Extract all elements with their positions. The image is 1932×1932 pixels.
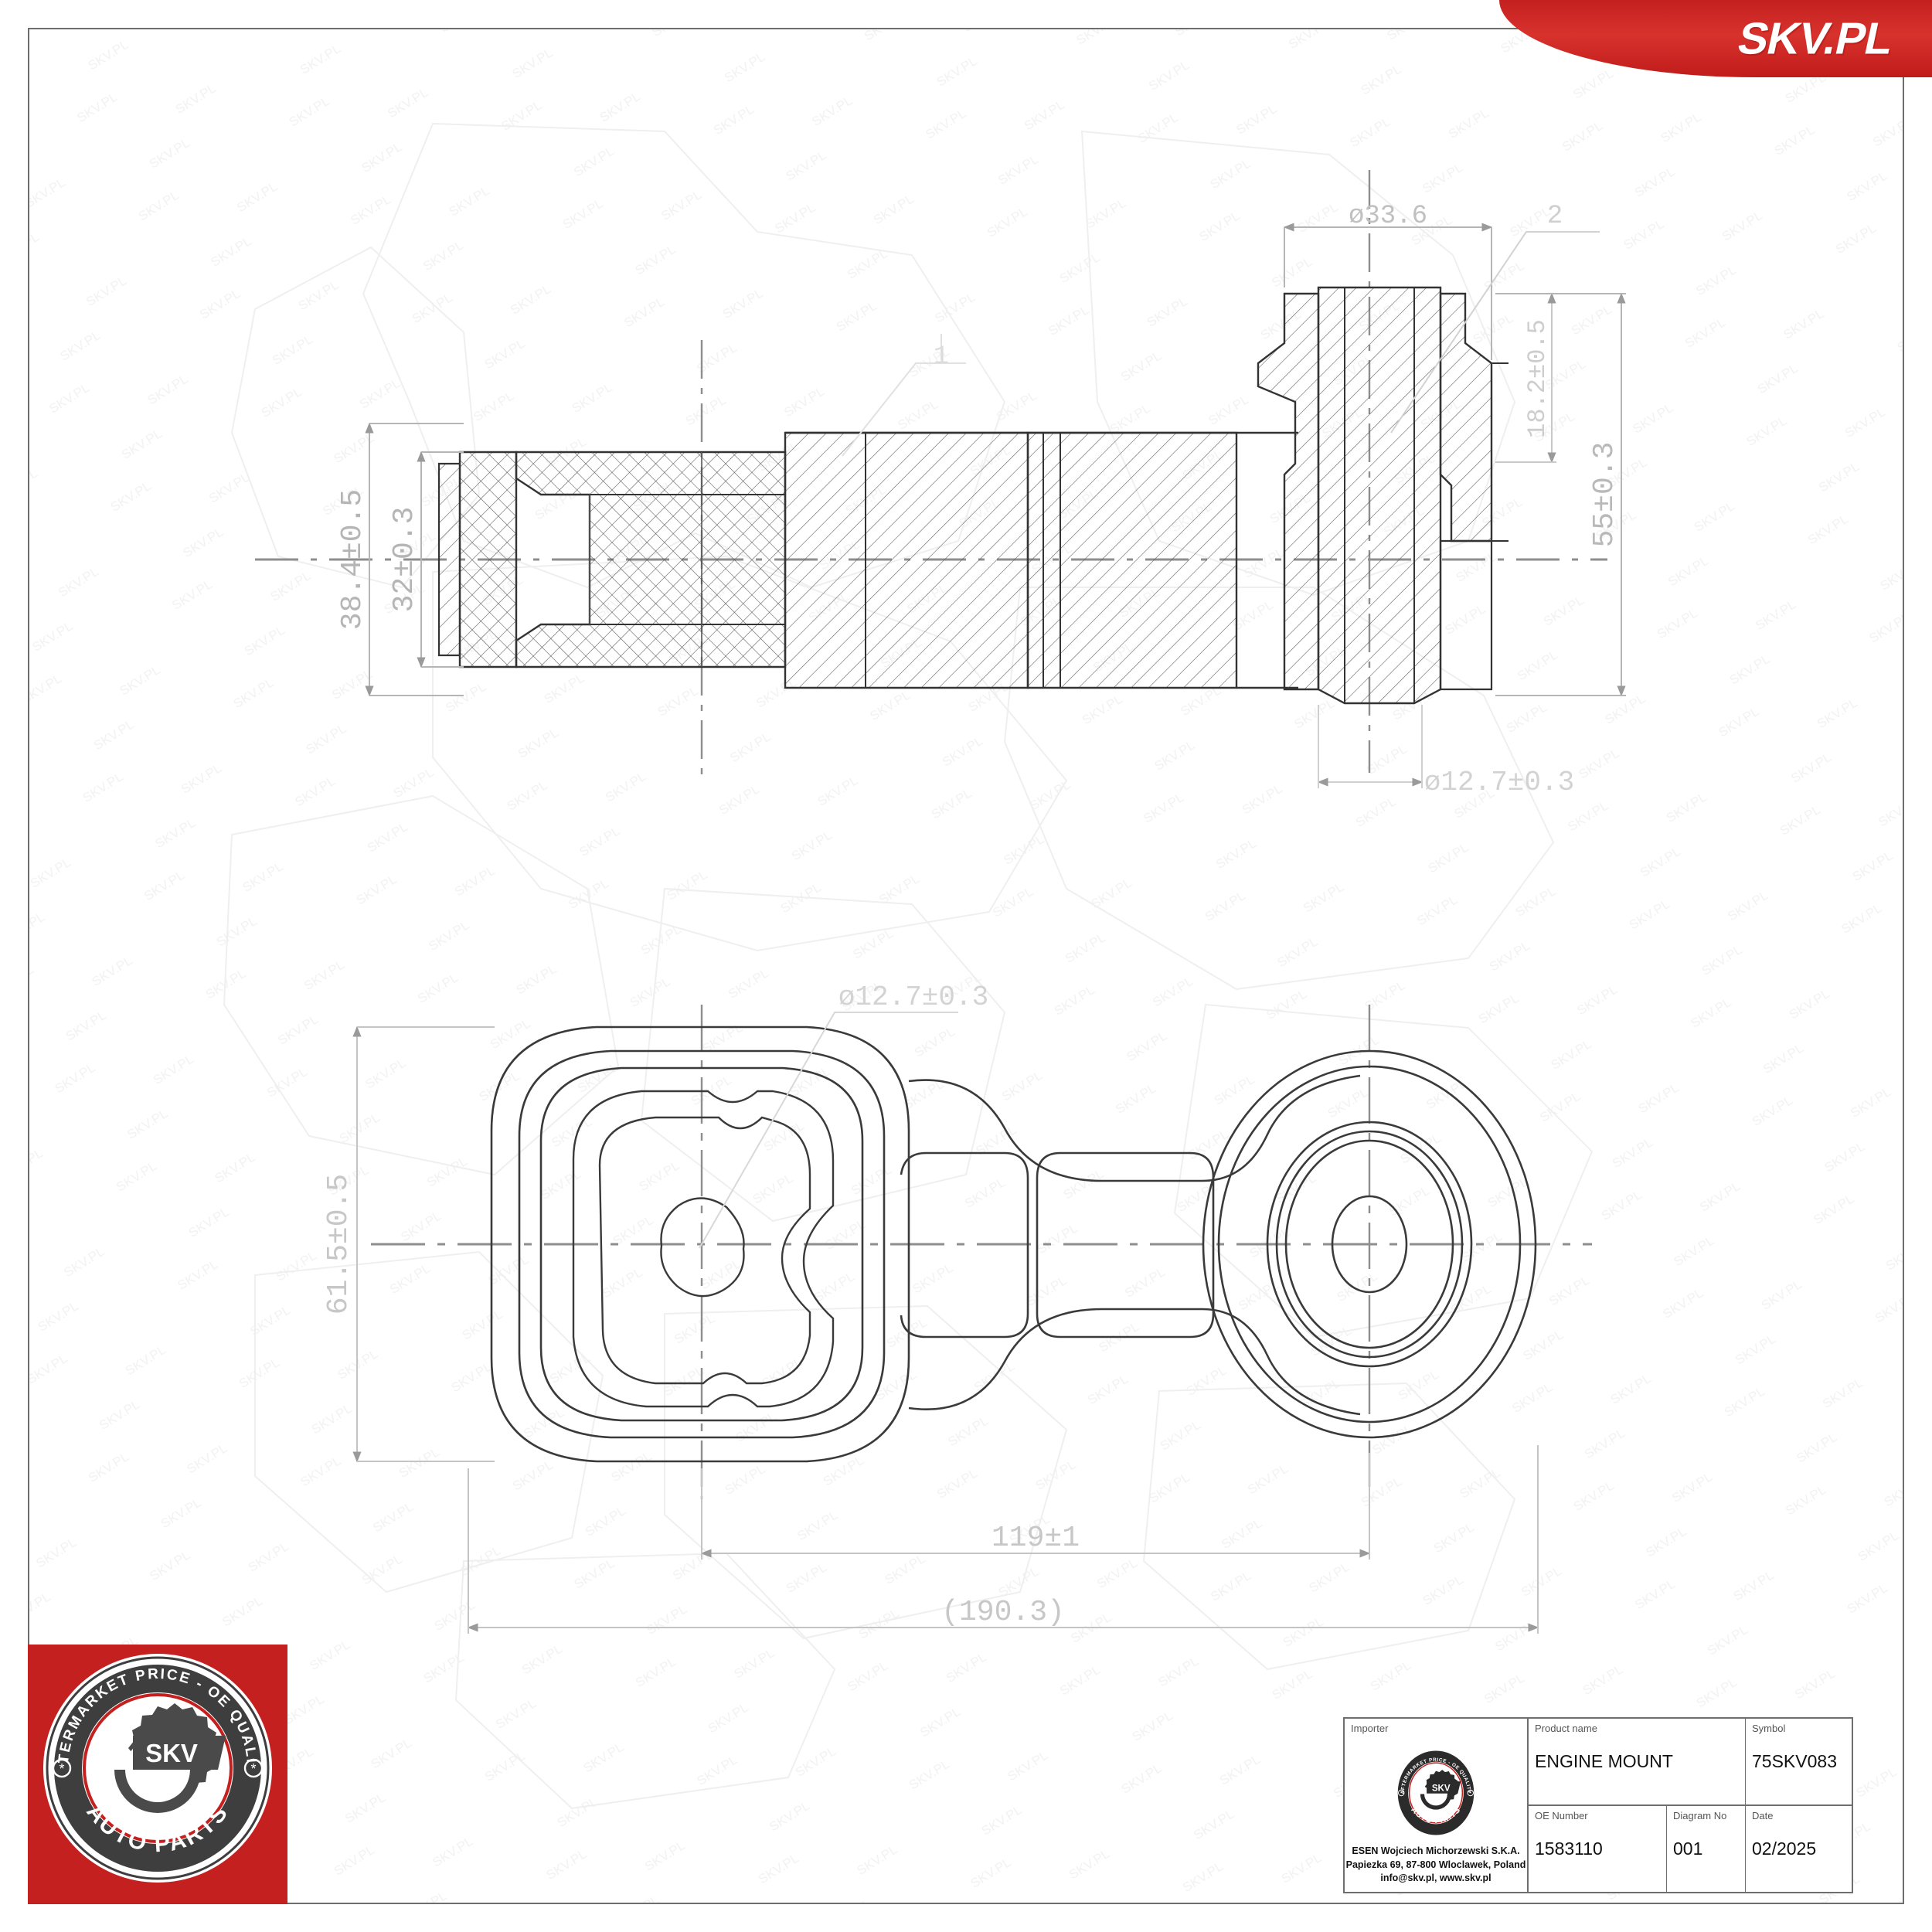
diagram-no-cell: Diagram No 001 xyxy=(1666,1806,1745,1892)
dimension-dia-33-6 xyxy=(1283,223,1493,360)
dim-61-5-label: 61.5±0.5 xyxy=(322,1174,355,1315)
skvpl-banner-text: SKV.PL xyxy=(1733,13,1897,64)
right-bushing-assembly xyxy=(1257,286,1493,705)
upper-cross-section-view: 38.4±0.5 32±0.3 ø33.6 2 xyxy=(255,170,1626,798)
svg-text:*: * xyxy=(250,1761,256,1777)
diagram-no-value: 001 xyxy=(1673,1838,1703,1859)
symbol-cell: Symbol 75SKV083 xyxy=(1745,1719,1852,1804)
svg-text:SKV: SKV xyxy=(1432,1784,1451,1793)
badge-side-asterisks: * * xyxy=(52,1758,264,1778)
part-label-1: 1 xyxy=(934,342,949,372)
importer-caption: Importer xyxy=(1351,1723,1389,1734)
dim-dia-12-7-section-label: ø12.7±0.3 xyxy=(1424,767,1574,798)
badge-banner-shape xyxy=(133,1736,226,1770)
plan-connecting-arm xyxy=(900,1074,1361,1416)
plan-right-boss xyxy=(1202,1049,1537,1439)
importer-skv-logo: AFTERMARKET PRICE - OE QUALITY AUTO PART… xyxy=(1397,1750,1475,1835)
oe-number-cell: OE Number 1583110 xyxy=(1529,1806,1666,1892)
importer-contact: info@skv.pl, www.skv.pl xyxy=(1380,1872,1492,1884)
dimension-61-5 xyxy=(352,1026,495,1463)
drawing-frame-border xyxy=(28,28,1904,1904)
left-outer-sleeve xyxy=(458,451,518,668)
ghost-construction-geometry xyxy=(223,122,1594,1810)
dim-dia-12-7-plan-label: ø12.7±0.3 xyxy=(838,981,988,1013)
oe-number-caption: OE Number xyxy=(1535,1810,1588,1821)
plan-left-rubber-web xyxy=(572,1090,835,1408)
product-name-cell: Product name ENGINE MOUNT xyxy=(1529,1719,1745,1804)
dimension-38-4 xyxy=(365,422,464,697)
svg-text:*: * xyxy=(59,1761,64,1777)
dimension-119 xyxy=(700,1453,1371,1560)
date-cell: Date 02/2025 xyxy=(1745,1806,1852,1892)
svg-text:*: * xyxy=(1400,1792,1403,1797)
plan-left-boss xyxy=(490,1026,910,1463)
dim-18-2-label: 18.2±0.5 xyxy=(1523,319,1552,438)
importer-company: ESEN Wojciech Michorzewski S.K.A. xyxy=(1352,1845,1520,1856)
svg-text:*: * xyxy=(1470,1792,1472,1797)
connecting-arm xyxy=(784,431,1238,689)
part-label-2: 2 xyxy=(1547,202,1563,231)
leader-line-2 xyxy=(1390,231,1600,434)
symbol-value: 75SKV083 xyxy=(1752,1751,1837,1772)
dim-dia-33-6-label: ø33.6 xyxy=(1349,202,1427,231)
lower-plan-view: 61.5±0.5 ø12.7±0.3 119±1 (190.3) xyxy=(322,981,1592,1634)
oe-number-value: 1583110 xyxy=(1535,1838,1603,1859)
dim-55-label: 55±0.3 xyxy=(1588,442,1621,548)
product-name-value: ENGINE MOUNT xyxy=(1535,1751,1673,1772)
dim-119-label: 119±1 xyxy=(992,1522,1080,1555)
symbol-caption: Symbol xyxy=(1752,1723,1786,1734)
date-caption: Date xyxy=(1752,1810,1774,1821)
product-name-caption: Product name xyxy=(1535,1723,1597,1734)
plan-left-center-bore xyxy=(660,1197,745,1298)
title-block: Importer AFTERMARKET PRICE - OE QUALITY … xyxy=(1343,1717,1853,1893)
dim-38-4-label: 38.4±0.5 xyxy=(336,489,369,630)
dimension-dia-12-7-section xyxy=(1317,705,1423,788)
date-value: 02/2025 xyxy=(1752,1838,1817,1859)
dimension-190-3 xyxy=(467,1445,1539,1634)
skv-badge-container: AFTERMARKET PRICE - OE QUALITY AUTO PART… xyxy=(28,1645,287,1904)
dim-190-3-label: (190.3) xyxy=(941,1596,1065,1629)
title-block-importer-cell: Importer AFTERMARKET PRICE - OE QUALITY … xyxy=(1345,1719,1529,1892)
diagram-no-caption: Diagram No xyxy=(1673,1810,1727,1821)
dim-32-label: 32±0.3 xyxy=(388,507,421,613)
importer-address-block: ESEN Wojciech Michorzewski S.K.A. Papiez… xyxy=(1345,1845,1527,1886)
leader-line-1 xyxy=(842,334,966,457)
dimension-55 xyxy=(1495,292,1626,697)
left-end-cap xyxy=(437,462,461,657)
title-block-fields: Product name ENGINE MOUNT Symbol 75SKV08… xyxy=(1529,1719,1852,1892)
skv-auto-parts-badge: AFTERMARKET PRICE - OE QUALITY AUTO PART… xyxy=(42,1652,272,1883)
leader-dia-12-7-plan xyxy=(699,1012,958,1249)
dimension-32 xyxy=(417,451,464,668)
badge-center-text: SKV xyxy=(145,1739,198,1767)
importer-address: Papiezka 69, 87-800 Wloclawek, Poland xyxy=(1345,1859,1526,1870)
